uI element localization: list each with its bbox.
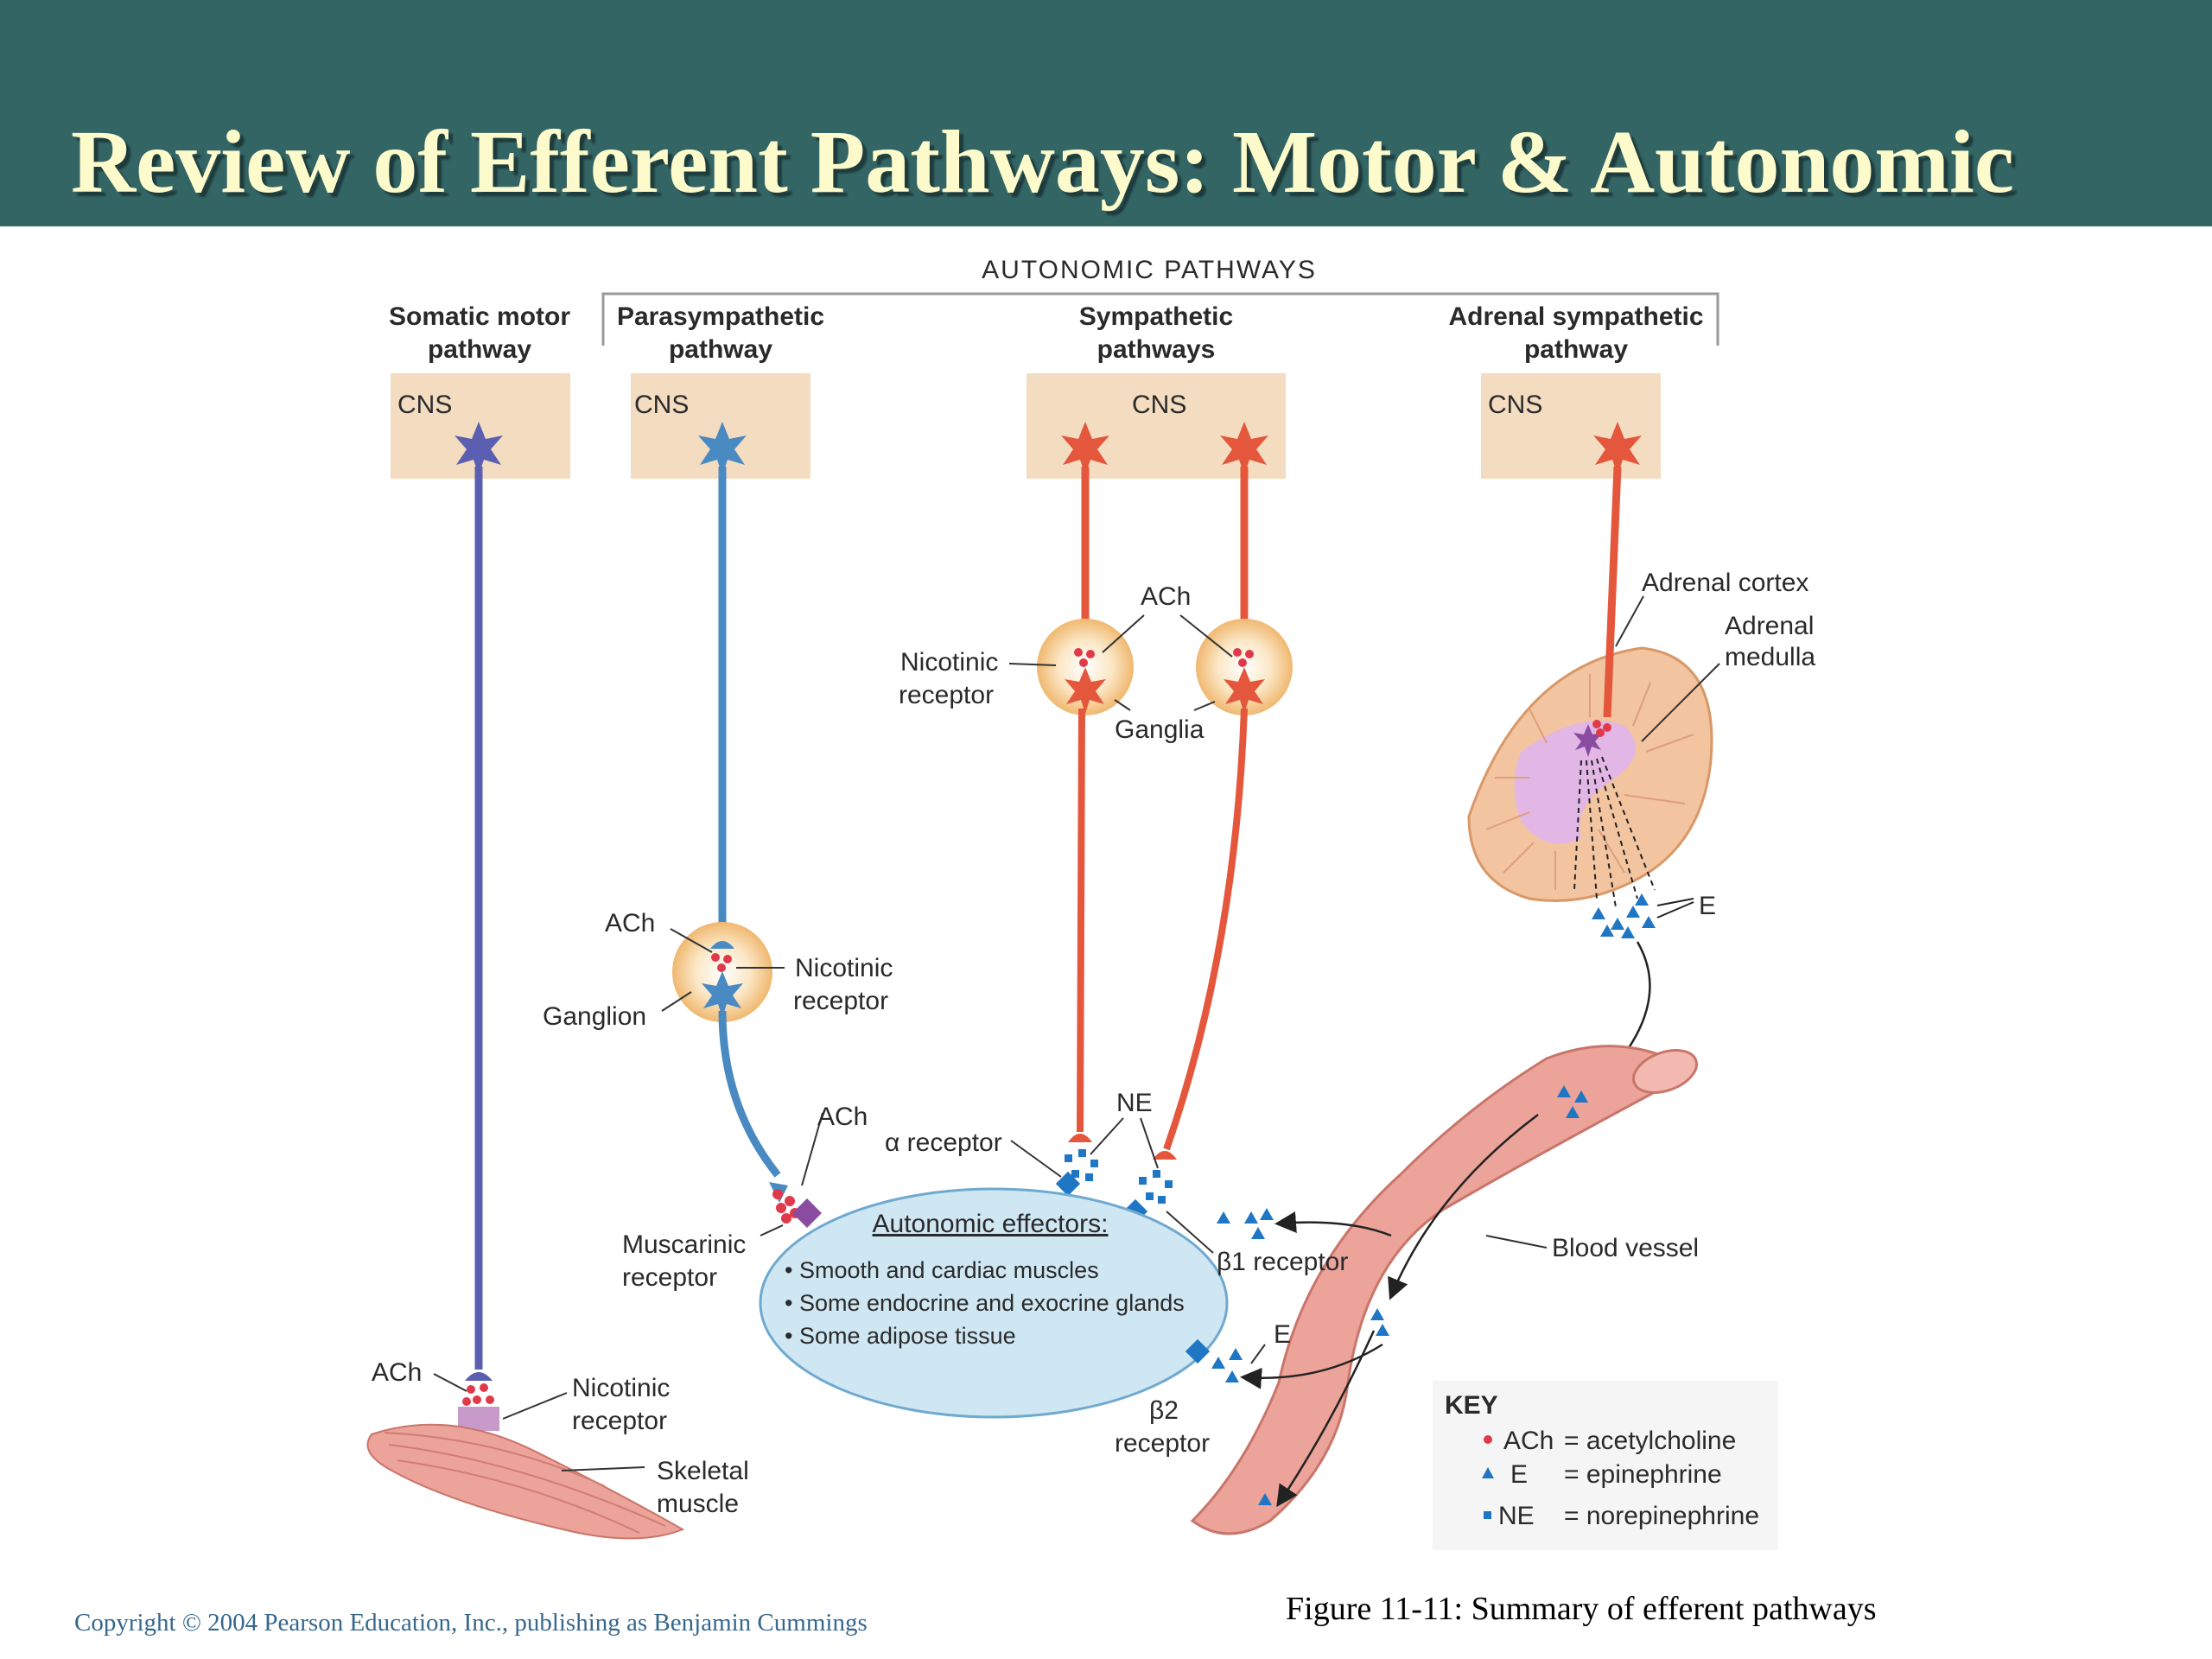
somatic-ach-vesicles	[462, 1383, 494, 1406]
sympathetic-cell-body-1	[1061, 422, 1109, 475]
ne-molecules	[1065, 1149, 1173, 1204]
key-ne-definition: = norepinephrine	[1564, 1502, 1759, 1530]
header-somatic-line2: pathway	[428, 335, 531, 364]
adrenal-axon	[1603, 466, 1622, 718]
key-e-symbol	[1482, 1467, 1494, 1478]
muscarinic-receptor-shape	[792, 1198, 822, 1228]
adrenal-medulla-label-2: medulla	[1725, 643, 1815, 671]
efferent-pathways-diagram: AUTONOMIC PATHWAYS Somatic motor pathway…	[366, 256, 1815, 1550]
cns-label-parasympathetic: CNS	[634, 391, 689, 419]
effectors-item-1: • Smooth and cardiac muscles	[785, 1257, 1099, 1283]
header-adrenal-line2: pathway	[1524, 335, 1628, 364]
label-pointer-lines	[433, 595, 1720, 1471]
epinephrine-molecules-adrenal	[1592, 893, 1656, 938]
adrenal-secretion-arrows	[1573, 756, 1656, 908]
muscarinic-label-2: receptor	[622, 1263, 717, 1292]
cns-label-adrenal: CNS	[1488, 391, 1542, 419]
parasympathetic-pre-terminal	[710, 941, 734, 949]
key-title: KEY	[1445, 1391, 1498, 1420]
key-ach-abbrev: ACh	[1503, 1427, 1554, 1455]
symp-nicotinic-label-2: receptor	[899, 681, 994, 709]
ganglion-label: Ganglion	[543, 1002, 646, 1031]
key-ne-symbol	[1484, 1511, 1491, 1519]
header-adrenal-line1: Adrenal sympathetic	[1448, 302, 1703, 331]
autonomic-bracket	[601, 292, 1719, 346]
somatic-terminal	[465, 1372, 493, 1381]
slide-title: Review of Efferent Pathways: Motor & Aut…	[71, 112, 2015, 212]
muscarinic-vesicles	[772, 1189, 800, 1224]
key-ach-symbol	[1484, 1435, 1492, 1444]
title-banner	[0, 0, 2212, 226]
figure-caption: Figure 11-11: Summary of efferent pathwa…	[1286, 1591, 1877, 1627]
autonomic-effectors	[759, 1187, 1229, 1419]
key-e-abbrev: E	[1510, 1460, 1528, 1489]
key-ne-abbrev: NE	[1498, 1502, 1535, 1530]
header-sympathetic-line2: pathways	[1097, 335, 1216, 364]
header-parasympathetic-line1: Parasympathetic	[617, 302, 824, 331]
effector-e-label: E	[1274, 1320, 1291, 1349]
para-nicotinic-label-1: Nicotinic	[795, 954, 893, 982]
para-ach-label: ACh	[605, 909, 655, 938]
beta2-receptor-label-2: receptor	[1115, 1429, 1210, 1458]
adrenal-e-label: E	[1699, 892, 1716, 920]
key-e-definition: = epinephrine	[1564, 1460, 1722, 1489]
e-label-pointer-lines	[1656, 898, 1694, 918]
somatic-nicotinic-label-2: receptor	[572, 1407, 667, 1435]
sympathetic-terminal-2	[1153, 1151, 1177, 1160]
somatic-cell-body	[454, 422, 503, 475]
adrenal-ach-vesicles	[1592, 720, 1611, 737]
blood-flow-arrows	[1240, 1114, 1539, 1508]
skeletal-muscle-label-1: Skeletal	[657, 1457, 749, 1485]
adrenal-cortex-label: Adrenal cortex	[1642, 569, 1808, 597]
effectors-title: Autonomic effectors:	[873, 1210, 1109, 1238]
sympathetic-postganglionic-axon-2	[1163, 708, 1248, 1151]
symp-ach-label: ACh	[1141, 582, 1191, 611]
alpha-receptor-label: α receptor	[885, 1128, 1002, 1157]
beta2-receptor-label-1: β2	[1149, 1396, 1179, 1425]
header-sympathetic-line1: Sympathetic	[1079, 302, 1233, 331]
sympathetic-ganglion-vesicles	[1074, 648, 1254, 667]
effector-ach-label: ACh	[817, 1103, 868, 1131]
header-parasympathetic-line2: pathway	[669, 335, 772, 364]
epinephrine-molecules-blood	[1211, 1085, 1588, 1505]
key-box: KEY ACh = acetylcholine E = epinephrine …	[1433, 1381, 1778, 1550]
copyright-notice: Copyright © 2004 Pearson Education, Inc.…	[74, 1609, 868, 1637]
sympathetic-postganglionic-axon-1	[1077, 708, 1085, 1133]
para-nicotinic-label-2: receptor	[793, 987, 888, 1015]
muscarinic-label-1: Muscarinic	[622, 1230, 746, 1259]
somatic-nicotinic-label-1: Nicotinic	[572, 1374, 670, 1402]
beta1-receptor-label: β1 receptor	[1217, 1248, 1348, 1276]
autonomic-header: AUTONOMIC PATHWAYS	[982, 256, 1317, 284]
blood-vessel-label: Blood vessel	[1552, 1234, 1699, 1262]
key-ach-definition: = acetylcholine	[1564, 1427, 1736, 1455]
alpha-receptor-shape	[1055, 1171, 1081, 1197]
effectors-item-3: • Some adipose tissue	[785, 1323, 1016, 1349]
beta2-receptor-shape	[1185, 1338, 1211, 1364]
effectors-item-2: • Some endocrine and exocrine glands	[785, 1290, 1185, 1316]
parasympathetic-cell-body	[698, 422, 747, 475]
parasympathetic-postganglionic-axon	[718, 1010, 781, 1178]
skeletal-muscle-label-2: muscle	[657, 1490, 739, 1518]
adrenal-medulla-label-1: Adrenal	[1725, 612, 1814, 640]
cns-label-sympathetic: CNS	[1132, 391, 1186, 419]
sympathetic-ganglion-cell-1	[1065, 667, 1106, 714]
parasympathetic-ganglion-vesicles	[711, 953, 732, 972]
sympathetic-ganglion-cell-2	[1224, 667, 1265, 714]
muscle-striations	[384, 1432, 666, 1534]
blood-vessel-opening	[1632, 1049, 1698, 1094]
header-somatic-line1: Somatic motor	[389, 302, 570, 331]
cns-label-somatic: CNS	[397, 391, 452, 419]
sympathetic-cell-body-2	[1220, 422, 1268, 475]
ne-label: NE	[1116, 1089, 1153, 1117]
adrenal-gland	[1467, 646, 1713, 902]
ganglia-label: Ganglia	[1115, 715, 1205, 744]
sympathetic-terminal-1	[1068, 1134, 1092, 1142]
symp-nicotinic-label-1: Nicotinic	[900, 648, 998, 677]
somatic-ach-label: ACh	[372, 1358, 422, 1387]
skeletal-muscle	[366, 1423, 685, 1540]
parasympathetic-ganglion-cell	[702, 971, 743, 1018]
adrenal-medulla-cell	[1573, 724, 1603, 757]
adrenal-cell-body	[1593, 422, 1642, 475]
